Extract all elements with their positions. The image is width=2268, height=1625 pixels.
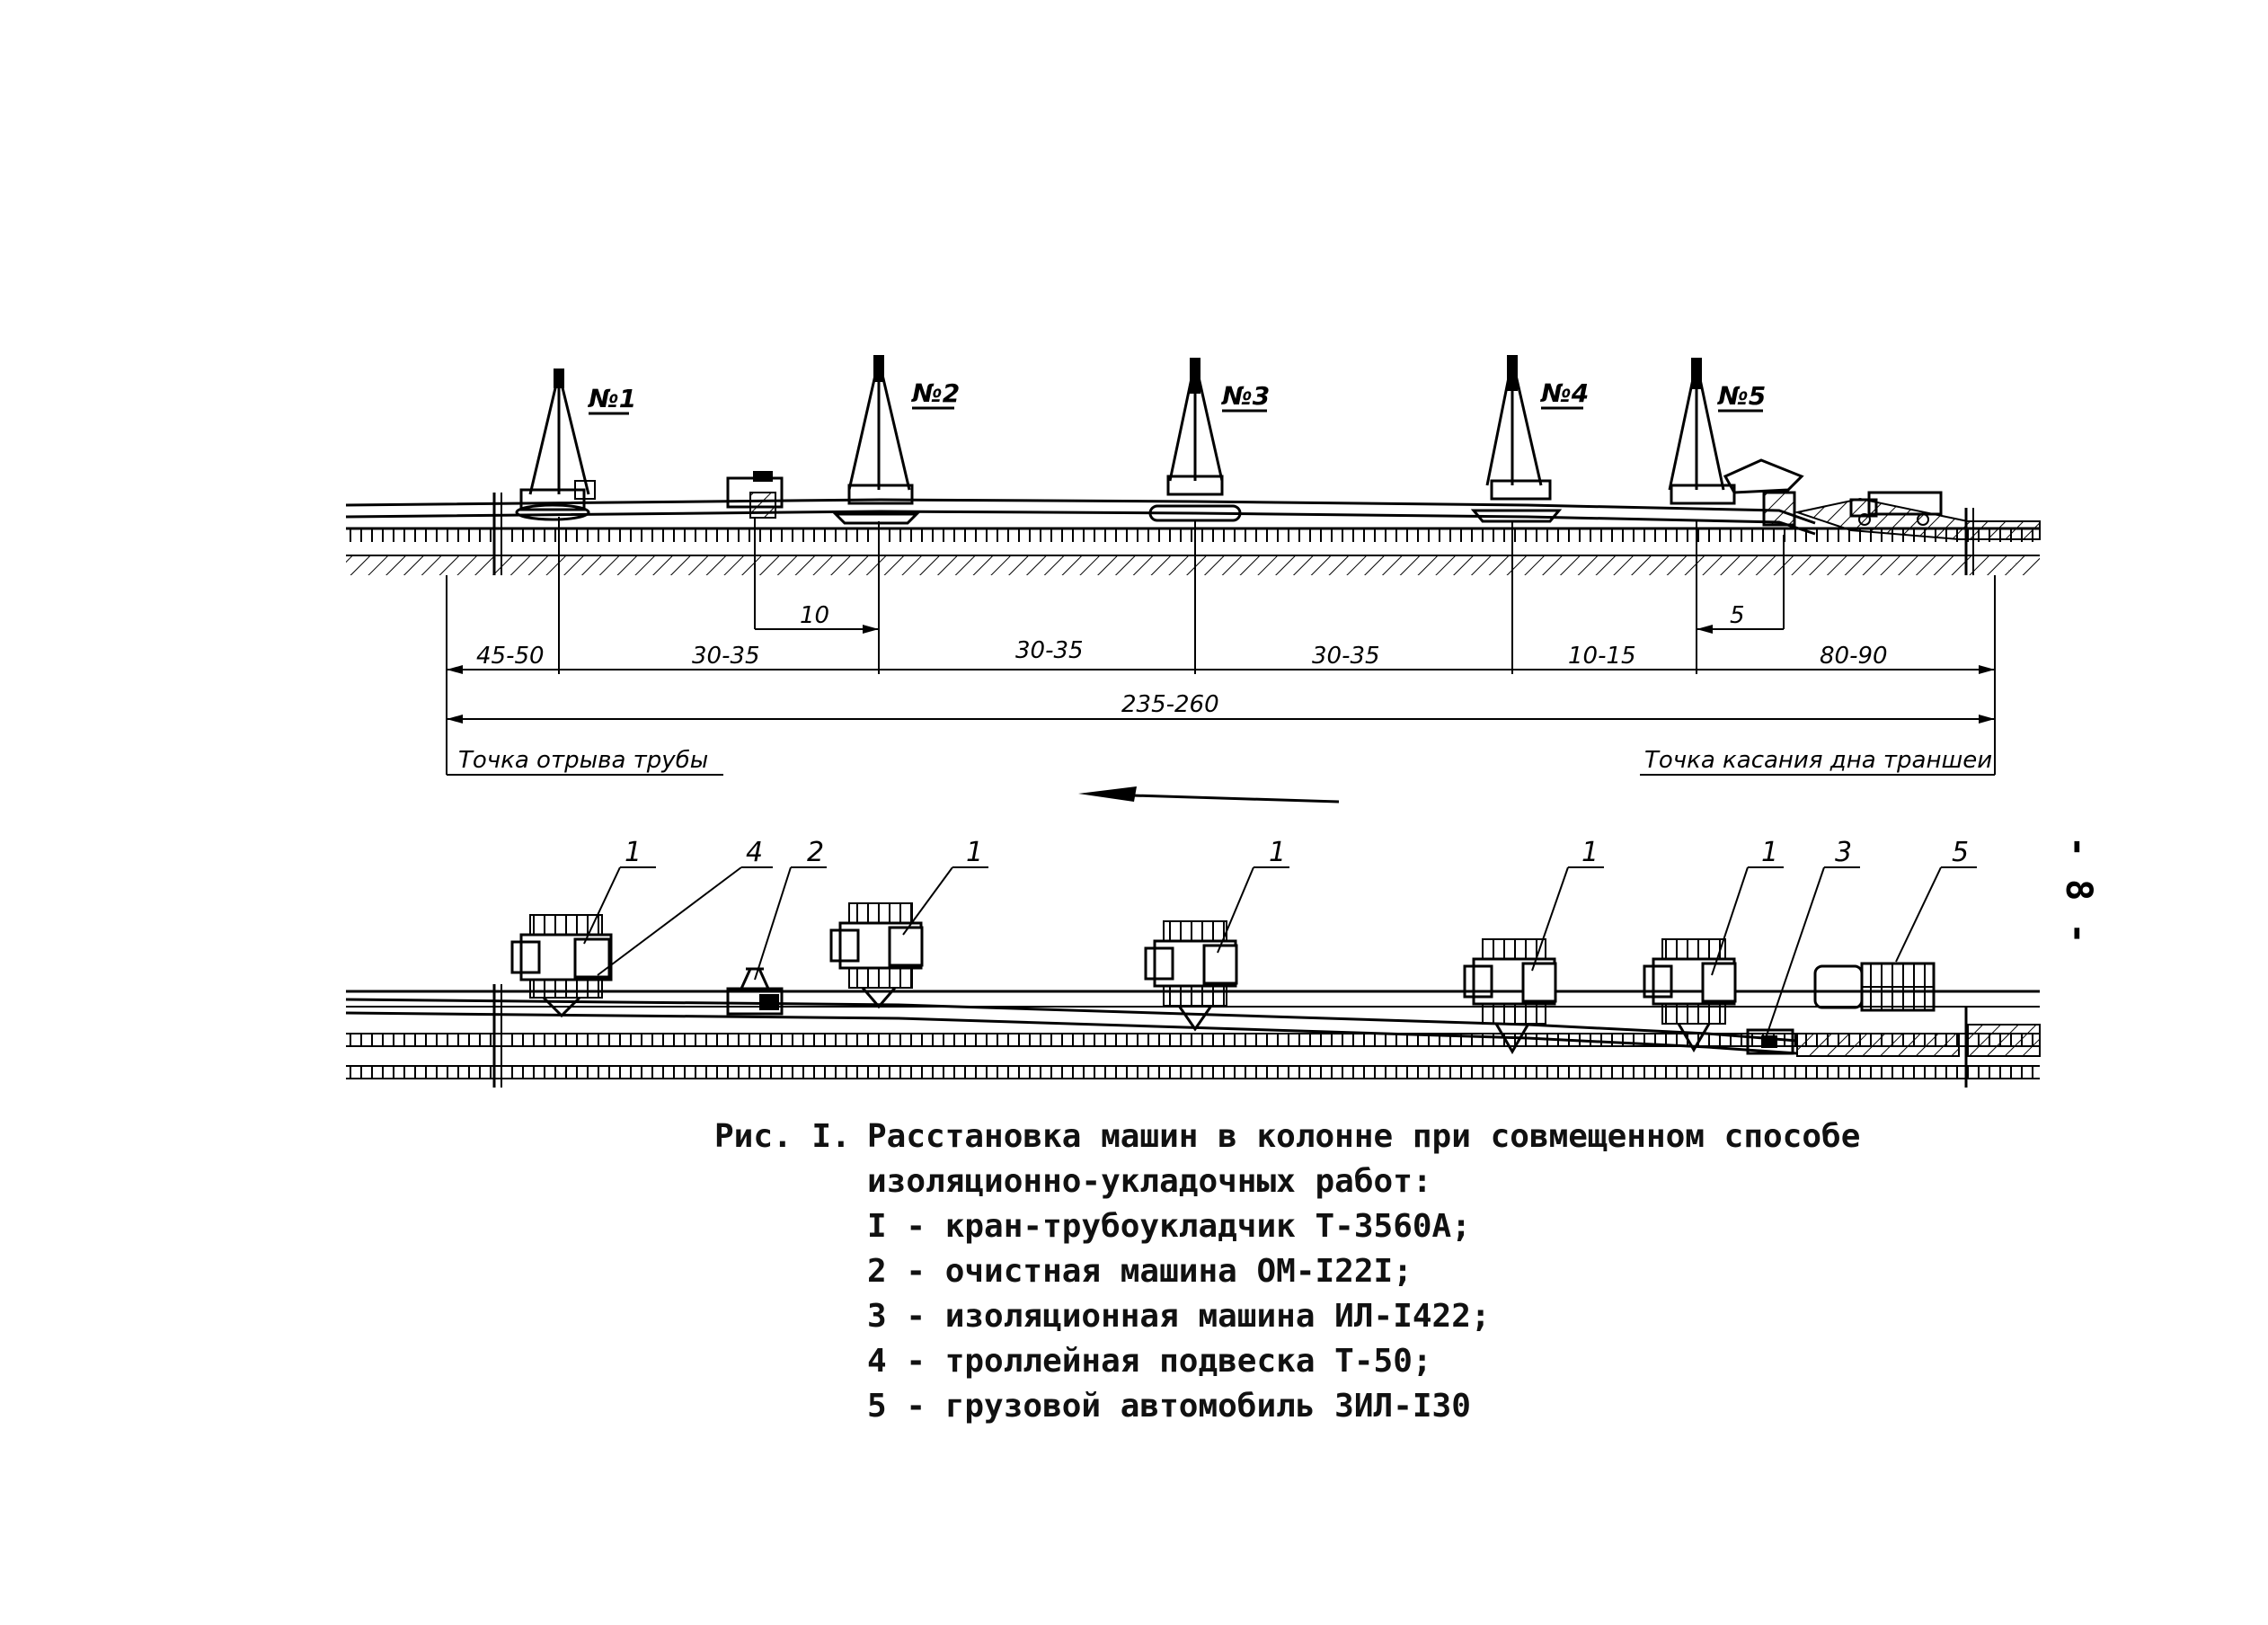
direction-arrow-icon	[1078, 786, 1340, 804]
crane-plan-1	[510, 914, 613, 1018]
dim-10-15: 10-15	[1568, 643, 1636, 670]
crane-plan-2	[829, 902, 924, 1009]
point-pipe-lift: Точка отрыва трубы	[458, 747, 708, 774]
crane-elev-3	[1148, 358, 1242, 522]
crane-elev-1	[515, 369, 596, 521]
plan-view: 1 4 2 1 1 1 1 3 5	[345, 837, 2041, 1088]
legend-item-5: 5 - грузовой автомобиль ЗИЛ-I30	[867, 1388, 1471, 1425]
plan-num-truck: 5	[1952, 837, 1969, 868]
crane-elev-2	[832, 355, 920, 525]
dim-80-90: 80-90	[1820, 643, 1888, 670]
caption-title-1: Расстановка машин в колонне при совмещен…	[867, 1118, 1861, 1155]
crane-plan-4	[1463, 938, 1557, 1054]
dimension-arrows	[447, 625, 1995, 724]
legend-item-2: 2 - очистная машина ОМ-I22I;	[867, 1253, 1413, 1290]
caption-legend: изоляционно-укладочных работ: I - кран-т…	[867, 1159, 1860, 1429]
dim-total: 235-260	[1121, 691, 1219, 718]
crane-label-5: №5	[1716, 381, 1766, 411]
plan-num-trolley: 4	[746, 837, 763, 868]
insulation-machine-elev	[1762, 491, 1796, 527]
dim-45-50: 45-50	[476, 643, 545, 670]
dim-30-35-c: 30-35	[1312, 643, 1380, 670]
plan-num-crane-4: 1	[1581, 837, 1599, 868]
crane-elev-4	[1470, 355, 1563, 523]
dimension-lines	[446, 517, 1996, 776]
cleaning-machine-plan	[726, 967, 784, 1016]
legend-item-1: I - кран-трубоукладчик Т-3560А;	[867, 1208, 1471, 1245]
cleaning-machine-elev	[726, 471, 784, 519]
plan-num-cleaning: 2	[807, 837, 824, 868]
legend-item-3: 3 - изоляционная машина ИЛ-I422;	[867, 1298, 1491, 1335]
figure-label: Рис. I.	[714, 1118, 851, 1155]
dim-30-35-b: 30-35	[1015, 637, 1084, 664]
dim-30-35-a: 30-35	[692, 643, 760, 670]
dim-offset-10: 10	[800, 602, 829, 629]
crane-plan-5	[1643, 938, 1737, 1052]
crane-elev-5	[1668, 358, 1804, 505]
page-number: - 8 -	[2058, 836, 2099, 944]
dim-offset-5: 5	[1730, 602, 1745, 629]
plan-num-crane-3: 1	[1269, 837, 1286, 868]
point-trench-bottom: Точка касания дна траншеи	[1644, 747, 1992, 774]
truck-elev	[1849, 491, 1943, 526]
leader-lines	[583, 866, 1977, 1039]
caption-title-2: изоляционно-укладочных работ:	[867, 1163, 1432, 1200]
elevation-view: №1 №2 №3 №4 №5	[345, 355, 2041, 776]
figure-caption: Рис. I. Расстановка машин в колонне при …	[714, 1114, 1860, 1429]
crane-label-1: №1	[587, 384, 636, 413]
crane-label-2: №2	[910, 378, 960, 408]
plan-num-insulation: 3	[1835, 837, 1852, 868]
plan-num-crane-2: 1	[966, 837, 983, 868]
insulation-machine-plan	[1746, 1028, 1794, 1055]
legend-item-4: 4 - троллейная подвеска Т-50;	[867, 1343, 1432, 1380]
crane-label-3: №3	[1220, 381, 1270, 411]
plan-num-crane-5: 1	[1761, 837, 1778, 868]
truck-plan	[1813, 962, 1936, 1012]
crane-label-4: №4	[1539, 378, 1589, 408]
plan-num-crane-1: 1	[625, 837, 642, 868]
